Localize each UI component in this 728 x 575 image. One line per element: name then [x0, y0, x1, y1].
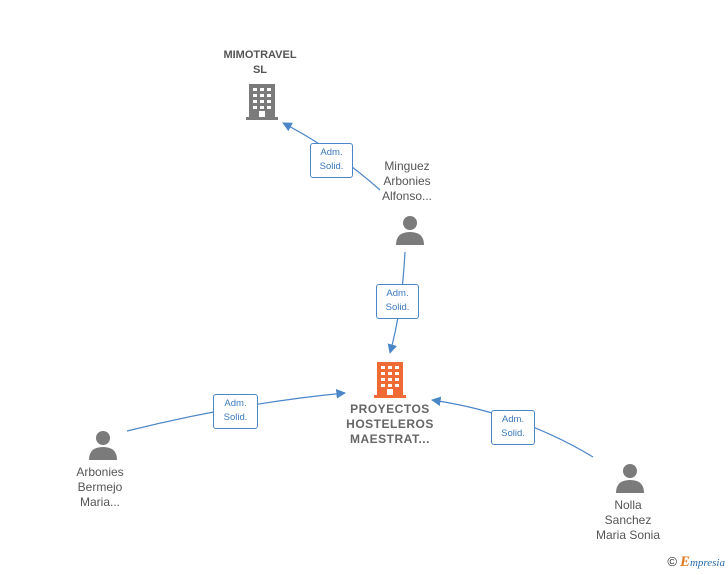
node-label-proyectos[interactable]: PROYECTOS HOSTELEROS MAESTRAT...	[346, 402, 434, 446]
building-icon[interactable]	[374, 362, 406, 398]
edge-label-arbonies-proyectos: Adm. Solid.	[213, 394, 258, 429]
copyright-symbol: ©	[667, 554, 677, 569]
edge-label-minguez-proyectos: Adm. Solid.	[376, 284, 419, 319]
person-icon[interactable]	[615, 463, 645, 493]
edge-label-minguez-mimotravel: Adm. Solid.	[310, 143, 353, 178]
edge-label-nolla-proyectos: Adm. Solid.	[491, 410, 535, 445]
empresia-logo[interactable]: ©Empresia	[667, 554, 725, 571]
node-label-nolla[interactable]: Nolla Sanchez Maria Sonia	[595, 498, 661, 542]
node-label-arbonies[interactable]: Arbonies Bermejo Maria...	[76, 465, 124, 509]
brand-name: mpresia	[689, 557, 725, 569]
node-label-mimotravel[interactable]: MIMOTRAVEL SL	[223, 49, 297, 76]
brand-initial: E	[679, 554, 690, 570]
person-icon[interactable]	[395, 215, 425, 245]
building-icon[interactable]	[246, 84, 278, 120]
node-label-minguez[interactable]: Minguez Arbonies Alfonso...	[381, 159, 433, 203]
person-icon[interactable]	[88, 430, 118, 460]
